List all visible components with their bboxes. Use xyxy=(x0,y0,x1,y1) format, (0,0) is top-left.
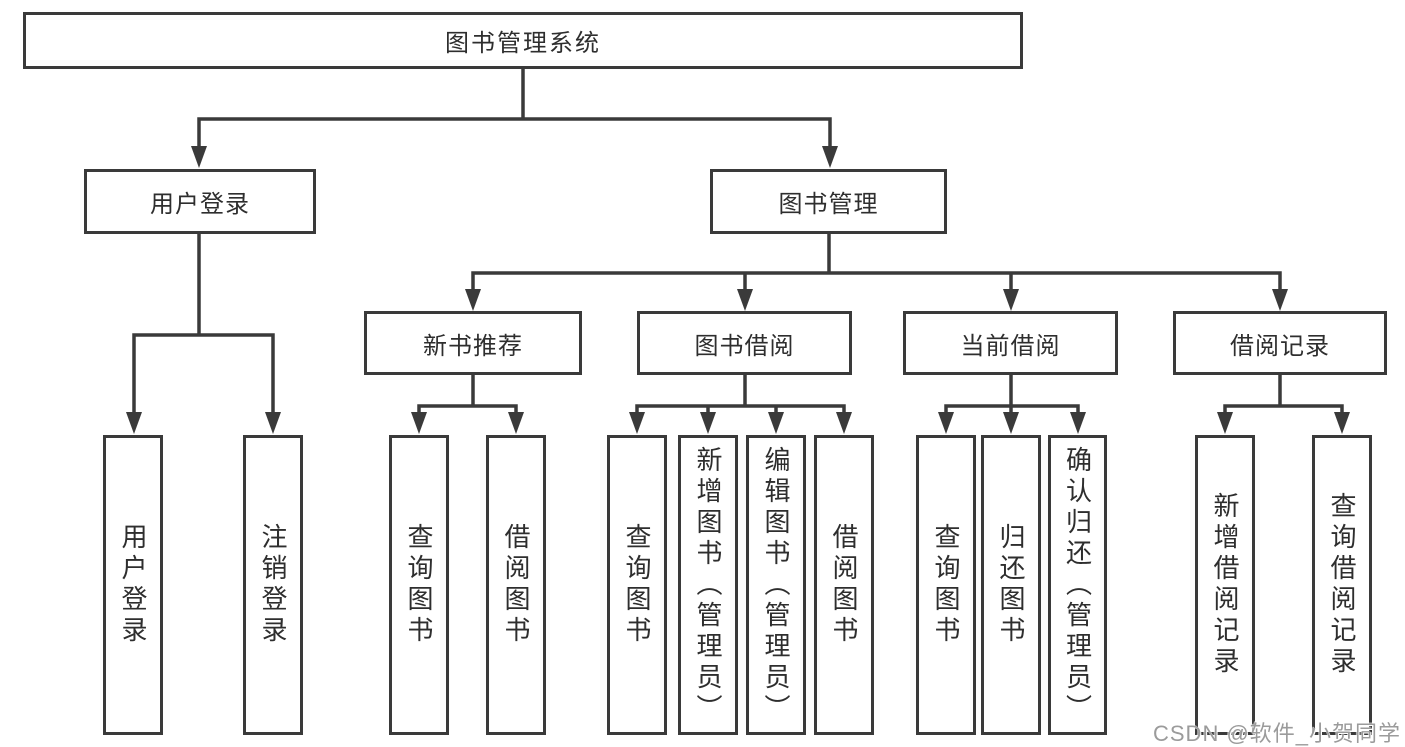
node-borrowing-records: 借阅记录 xyxy=(1173,311,1387,375)
arrowhead xyxy=(822,146,838,168)
arrowhead xyxy=(411,412,427,434)
connector-borrow-to-leaves xyxy=(629,373,852,434)
arrowhead xyxy=(700,412,716,434)
node-leaf-query-books-borrow: 查询图书 xyxy=(607,435,667,735)
arrowhead xyxy=(1003,412,1019,434)
node-leaf-query-books-current: 查询图书 xyxy=(916,435,976,735)
arrowhead xyxy=(1217,412,1233,434)
node-leaf-borrow-books-recommend: 借阅图书 xyxy=(486,435,546,735)
arrowhead xyxy=(508,412,524,434)
connector-current-to-leaves xyxy=(938,373,1086,434)
arrowhead xyxy=(629,412,645,434)
arrowhead xyxy=(1070,412,1086,434)
node-new-book-recommend: 新书推荐 xyxy=(364,311,582,375)
arrowhead xyxy=(1334,412,1350,434)
node-leaf-edit-book-admin: 编辑图书（管理员） xyxy=(746,435,806,735)
connector-records-to-leaves xyxy=(1217,373,1350,434)
connector-login-to-leaves xyxy=(126,232,281,434)
node-user-login: 用户登录 xyxy=(84,169,316,234)
node-leaf-add-book-admin: 新增图书（管理员） xyxy=(678,435,738,735)
arrowhead xyxy=(1003,289,1019,311)
arrowhead xyxy=(768,412,784,434)
node-leaf-user-login: 用户登录 xyxy=(103,435,163,735)
node-leaf-query-books-recommend: 查询图书 xyxy=(389,435,449,735)
node-leaf-add-borrow-record: 新增借阅记录 xyxy=(1195,435,1255,735)
node-leaf-borrow-books: 借阅图书 xyxy=(814,435,874,735)
arrowhead xyxy=(191,146,207,168)
connector-recommend-to-leaves xyxy=(411,373,524,434)
arrowhead xyxy=(465,289,481,311)
arrowhead xyxy=(737,289,753,311)
node-leaf-logout: 注销登录 xyxy=(243,435,303,735)
node-current-borrowing: 当前借阅 xyxy=(903,311,1118,375)
node-leaf-return-books: 归还图书 xyxy=(981,435,1041,735)
arrowhead xyxy=(126,412,142,434)
connector-mgmt-to-level3 xyxy=(465,232,1288,311)
arrowhead xyxy=(265,412,281,434)
node-book-management: 图书管理 xyxy=(710,169,947,234)
connector-root-to-level2 xyxy=(191,67,838,168)
node-root: 图书管理系统 xyxy=(23,12,1023,69)
csdn-watermark: CSDN @软件_小贺同学 xyxy=(1153,721,1402,746)
arrowhead xyxy=(938,412,954,434)
node-book-borrowing: 图书借阅 xyxy=(637,311,852,375)
node-leaf-query-borrow-record: 查询借阅记录 xyxy=(1312,435,1372,735)
arrowhead xyxy=(836,412,852,434)
arrowhead xyxy=(1272,289,1288,311)
node-leaf-confirm-return-admin: 确认归还（管理员） xyxy=(1048,435,1107,735)
